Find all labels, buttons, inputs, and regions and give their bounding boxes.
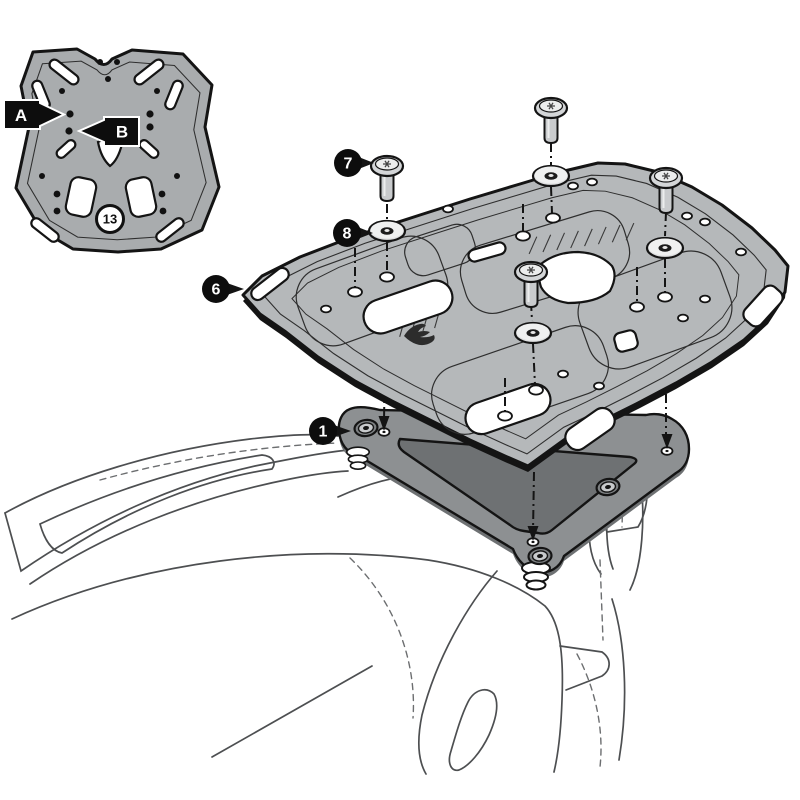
washer <box>645 236 685 260</box>
mounting-screw <box>533 96 569 145</box>
hardware <box>354 96 685 411</box>
washer <box>367 219 407 243</box>
plate-cutouts <box>250 241 784 452</box>
label-b-flag: B <box>76 116 140 147</box>
callout-1: 1 <box>309 417 351 445</box>
part-13-label: 13 <box>103 212 117 227</box>
label-a-flag: A <box>3 99 67 130</box>
adapter-plate <box>337 406 691 591</box>
label-b-text: B <box>116 123 128 142</box>
grab-rail <box>4 433 349 585</box>
callout-1-label: 1 <box>319 424 328 441</box>
adapter-bolt-ring <box>526 545 554 567</box>
washer <box>531 164 571 188</box>
label-a-text: A <box>15 106 27 125</box>
callout-7: 7 <box>334 149 374 177</box>
part-13-badge: 13 <box>95 204 125 234</box>
callout-8-label: 8 <box>343 226 352 243</box>
washer <box>513 321 553 345</box>
rubber-spacer <box>345 446 371 471</box>
brand-logo-mark <box>404 323 435 346</box>
plate-small-holes <box>320 177 747 391</box>
rack-plate <box>241 161 790 472</box>
plate-screw-holes <box>347 212 673 422</box>
mounting-screw <box>369 154 405 203</box>
callout-7-label: 7 <box>344 156 353 173</box>
inset-holes <box>39 59 180 215</box>
callout-6: 6 <box>202 275 244 303</box>
inset-cutouts <box>30 58 185 243</box>
callout-6-label: 6 <box>212 282 221 299</box>
grip-hatch-strip <box>528 222 635 255</box>
rubber-spacer <box>521 561 551 591</box>
inset-rack-top-view: A B 13 <box>3 47 221 254</box>
callout-8: 8 <box>333 219 373 247</box>
